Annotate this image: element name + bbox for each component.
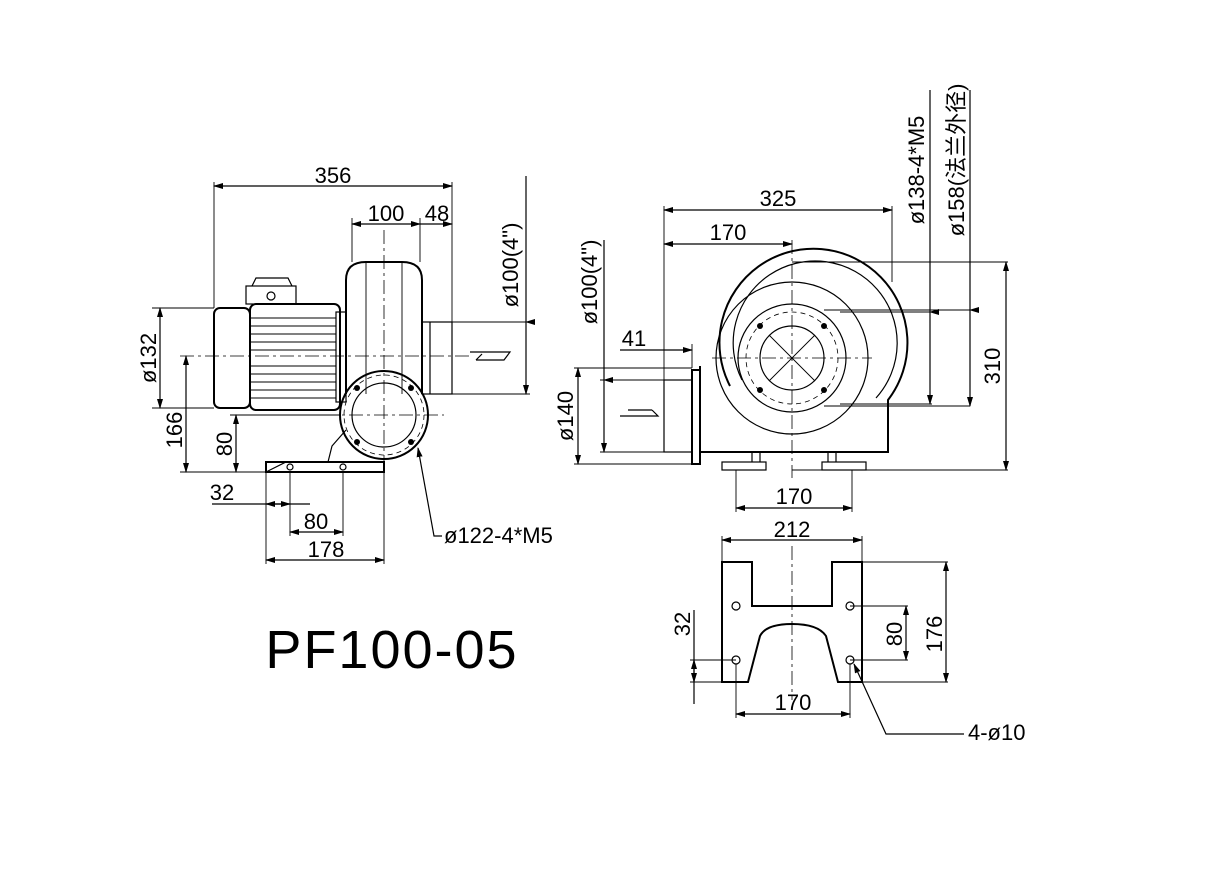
- dim-overall-length: 356: [315, 163, 352, 188]
- motor-body: [213, 277, 347, 411]
- volute-housing: [699, 247, 909, 453]
- dim-center-height: 166: [162, 412, 187, 449]
- dim-foot-spacing: 80: [304, 509, 328, 534]
- dim-outlet-offset: 48: [425, 201, 449, 226]
- dim-base-to-inlet: 80: [212, 432, 237, 456]
- dim-plate-width: 212: [774, 517, 811, 542]
- flow-arrow-icon: [470, 351, 512, 361]
- dim-outlet-center-offset: 170: [710, 220, 747, 245]
- inlet-flange-callout: ø122-4*M5: [444, 523, 553, 548]
- dim-outlet-flange-width: 100: [368, 201, 405, 226]
- side-view: 356 100 48 ø100(4") ø132 166 80 32 80 17…: [136, 163, 553, 564]
- flow-arrow-icon: [620, 409, 660, 417]
- dim-motor-diameter: ø132: [136, 333, 161, 383]
- foot-side: [265, 429, 385, 473]
- feet-front: [721, 452, 867, 471]
- dim-hole-spacing-x: 170: [775, 690, 812, 715]
- outlet-flange-front: [663, 369, 701, 465]
- dim-overall-width: 325: [760, 186, 797, 211]
- dim-foot-offset: 32: [210, 480, 234, 505]
- dim-inlet-flange-diameter: ø140: [553, 391, 578, 441]
- dim-bolt-circle: ø138-4*M5: [904, 116, 929, 225]
- model-title: PF100-05: [265, 620, 518, 680]
- holes-callout: 4-ø10: [968, 720, 1025, 745]
- dim-outlet-diameter: ø100(4"): [498, 223, 523, 308]
- dim-hole-spacing-y: 80: [882, 622, 907, 646]
- dim-inlet-diameter: ø100(4"): [577, 240, 602, 325]
- dim-plate-depth: 176: [922, 616, 947, 653]
- base-plate-view: 212 176 80 32 170 4-ø10: [670, 517, 1025, 745]
- dim-flange-protrusion: 41: [622, 326, 646, 351]
- dim-front-foot-spacing: 170: [776, 484, 813, 509]
- dim-overall-height: 310: [980, 348, 1005, 385]
- dim-edge-offset: 32: [670, 612, 695, 636]
- front-view: 325 170 ø100(4") 41 ø140 ø138-4*M5 ø158(…: [553, 84, 1009, 512]
- dim-flange-outer: ø158(法兰外径): [944, 84, 969, 237]
- dim-foot-length: 178: [308, 537, 345, 562]
